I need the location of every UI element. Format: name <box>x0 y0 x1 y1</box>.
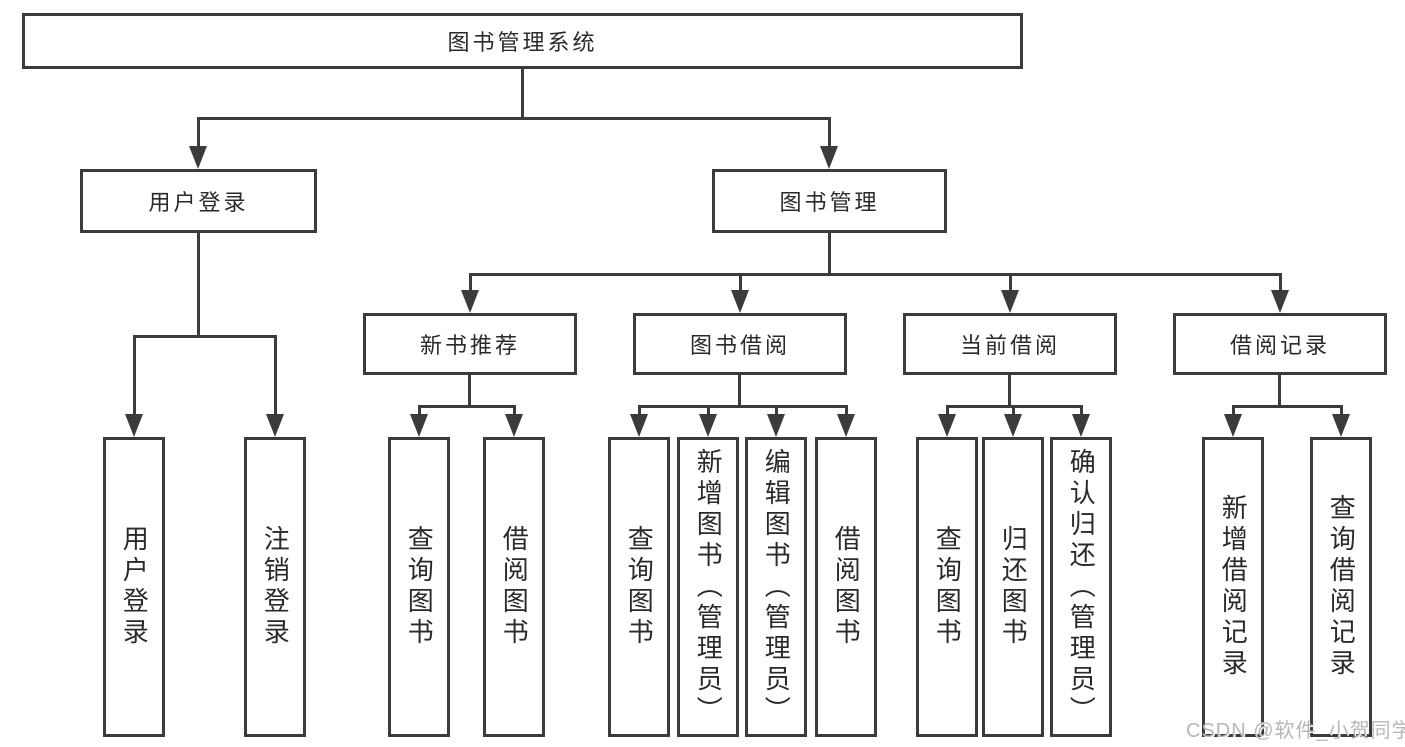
arrowhead-icon <box>837 414 855 437</box>
arrowhead-icon <box>1332 414 1350 437</box>
connector-to-user-login <box>197 117 200 148</box>
leaf-query-books-borrow: 查询图书 <box>608 437 670 737</box>
arrowhead-icon <box>505 414 523 437</box>
leaf-label: 查询图书 <box>624 525 655 649</box>
arrowhead-icon <box>266 414 284 437</box>
leaf-edit-books-admin: 编辑图书（管理员） <box>745 437 807 737</box>
connector-leaf <box>845 405 848 417</box>
leaf-add-borrow-record: 新增借阅记录 <box>1202 437 1264 737</box>
arrowhead-icon <box>1224 414 1242 437</box>
connector-leaf <box>638 405 641 417</box>
connector-leaf <box>946 405 949 417</box>
leaf-label: 编辑图书（管理员） <box>761 447 792 727</box>
connector-leaf <box>1232 405 1235 417</box>
node-book-management: 图书管理 <box>712 169 947 233</box>
node-label: 图书借阅 <box>689 333 790 358</box>
node-label: 新书推荐 <box>419 333 520 358</box>
leaf-confirm-return-admin: 确认归还（管理员） <box>1050 437 1112 737</box>
leaf-user-login: 用户登录 <box>103 437 165 737</box>
connector-currentborrow-stem <box>1008 375 1011 407</box>
connector-newbook-split <box>418 405 516 408</box>
leaf-label: 借阅图书 <box>831 525 862 649</box>
connector-records-stem <box>1278 375 1281 407</box>
node-current-borrow: 当前借阅 <box>903 313 1117 375</box>
node-user-login: 用户登录 <box>80 169 317 233</box>
connector-bookborrow-split <box>638 405 848 408</box>
leaf-add-books-admin: 新增图书（管理员） <box>677 437 739 737</box>
arrowhead-icon <box>767 414 785 437</box>
csdn-watermark: CSDN @软件_小贺同学 <box>1186 720 1405 742</box>
arrowhead-icon <box>410 414 428 437</box>
node-library-management-system: 图书管理系统 <box>22 13 1023 69</box>
arrowhead-icon <box>189 146 207 169</box>
leaf-query-borrow-record: 查询借阅记录 <box>1310 437 1372 737</box>
arrowhead-icon <box>1004 414 1022 437</box>
connector-user-stem <box>197 233 200 337</box>
connector-records-split <box>1232 405 1343 408</box>
connector-newbook-stem <box>468 375 471 407</box>
leaf-label: 借阅图书 <box>499 525 530 649</box>
node-label: 借阅记录 <box>1229 333 1330 358</box>
arrowhead-icon <box>630 414 648 437</box>
connector-root-stem <box>521 68 524 119</box>
connector-user-split <box>133 335 277 338</box>
connector-leaf <box>418 405 421 417</box>
arrowhead-icon <box>938 414 956 437</box>
connector-root-split <box>197 117 831 120</box>
arrowhead-icon <box>461 290 479 313</box>
connector-bookborrow-stem <box>738 375 741 407</box>
arrowhead-icon <box>125 414 143 437</box>
connector-leaf <box>1012 405 1015 417</box>
leaf-query-books-recommend: 查询图书 <box>388 437 450 737</box>
connector-to-new-book <box>469 273 472 293</box>
node-new-book-recommend: 新书推荐 <box>363 313 577 375</box>
connector-to-borrow-records <box>1279 273 1282 293</box>
arrowhead-icon <box>820 146 838 169</box>
connector-book-split <box>469 273 1281 276</box>
node-label: 用户登录 <box>148 190 249 215</box>
connector-to-book-management <box>828 117 831 148</box>
node-label: 图书管理系统 <box>447 30 598 55</box>
connector-to-leaf-login <box>133 335 136 416</box>
leaf-label: 新增借阅记录 <box>1218 494 1249 680</box>
node-label: 当前借阅 <box>959 333 1060 358</box>
leaf-return-books: 归还图书 <box>982 437 1044 737</box>
connector-leaf <box>513 405 516 417</box>
leaf-label: 用户登录 <box>119 525 150 649</box>
node-borrow-records: 借阅记录 <box>1173 313 1387 375</box>
connector-to-book-borrow <box>739 273 742 293</box>
connector-leaf <box>775 405 778 417</box>
connector-to-leaf-logout <box>274 335 277 416</box>
arrowhead-icon <box>1271 290 1289 313</box>
arrowhead-icon <box>1072 414 1090 437</box>
leaf-label: 新增图书（管理员） <box>693 447 724 727</box>
leaf-label: 注销登录 <box>260 525 291 649</box>
leaf-label: 查询图书 <box>404 525 435 649</box>
node-label: 图书管理 <box>779 190 880 215</box>
connector-leaf <box>1080 405 1083 417</box>
connector-book-stem <box>828 233 831 275</box>
leaf-label: 查询图书 <box>932 525 963 649</box>
leaf-query-books-current: 查询图书 <box>916 437 978 737</box>
connector-leaf <box>707 405 710 417</box>
connector-leaf <box>1340 405 1343 417</box>
arrowhead-icon <box>699 414 717 437</box>
leaf-label: 归还图书 <box>998 525 1029 649</box>
connector-to-current-borrow <box>1009 273 1012 293</box>
node-book-borrow: 图书借阅 <box>633 313 847 375</box>
leaf-label: 确认归还（管理员） <box>1066 447 1097 727</box>
leaf-borrow-books-recommend: 借阅图书 <box>483 437 545 737</box>
arrowhead-icon <box>1001 290 1019 313</box>
arrowhead-icon <box>731 290 749 313</box>
leaf-logout: 注销登录 <box>244 437 306 737</box>
leaf-label: 查询借阅记录 <box>1326 494 1357 680</box>
leaf-borrow-books: 借阅图书 <box>815 437 877 737</box>
